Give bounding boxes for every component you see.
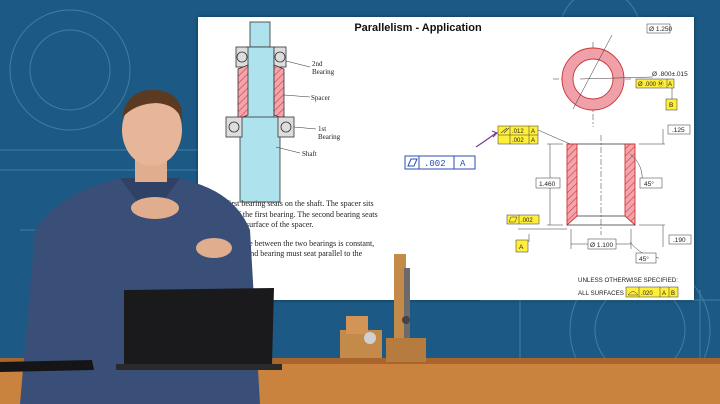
svg-text:A: A [531,129,535,135]
general-note-line2: ALL SURFACES [578,290,624,297]
spacer-section-view [518,129,665,259]
svg-text:A: A [531,138,535,144]
bore-diameter-dim: Ø .800±.015 [652,71,688,78]
presentation-slide: Parallelism - Application [198,17,694,300]
label-1st: 1st [318,125,326,133]
svg-text:.190: .190 [673,237,686,244]
slide-drawing: 2nd Bearing Spacer 1st Bearing Shaft Ø 1… [225,21,692,298]
svg-text:A: A [668,82,672,88]
label-shaft: Shaft [302,150,317,158]
bore-diameter-section-dim: Ø 1.100 [587,238,617,250]
laptop [116,288,282,370]
general-note-line1: UNLESS OTHERWISE SPECIFIED: [578,277,678,284]
svg-text:Ø 1.250: Ø 1.250 [649,26,673,33]
svg-text:.125: .125 [672,127,685,134]
svg-text:.002: .002 [521,218,533,224]
svg-text:.020: .020 [641,291,653,297]
angle-bottom-dim: 45° [635,252,657,264]
tablet [0,360,94,372]
svg-text:.012: .012 [512,129,524,135]
handwritten-flatness-fcf: .002 A [404,155,476,170]
paragraph-1: The first bearing seats on the shaft. Th… [212,199,378,229]
profile-fcf: .020 A B [625,286,679,298]
label-1st-bearing: Bearing [318,133,341,141]
shaft-assembly [225,21,317,203]
chamfer-top-dim: .125 [667,124,691,135]
label-spacer: Spacer [311,94,331,102]
position-fcf: Ø .000 Ⓜ A [635,78,675,89]
svg-text:.002: .002 [512,138,524,144]
angle-top-dim: 45° [639,177,663,189]
label-2nd: 2nd [312,60,323,68]
annotation-arrow [475,132,497,148]
height-dim: 1.460 [535,177,561,189]
slide-title: Parallelism - Application [354,22,482,34]
svg-text:B: B [671,291,675,297]
top-diameter-callout: Ø 1.250 [646,23,673,34]
svg-text:A: A [519,244,524,251]
svg-text:B: B [669,102,673,109]
label-2nd-bearing: Bearing [312,68,335,76]
svg-text:A: A [662,291,666,297]
svg-text:45°: 45° [639,255,649,263]
svg-text:Ø 1.100: Ø 1.100 [590,242,614,249]
chamfer-bottom-dim: .190 [668,234,692,245]
datum-b: B [665,88,678,111]
svg-text:A: A [460,159,466,169]
svg-text:Ø .000 Ⓜ: Ø .000 Ⓜ [638,80,664,88]
svg-text:.002: .002 [424,159,446,169]
spacer-top-view [553,34,654,127]
datum-a: A [515,239,529,253]
svg-text:1.460: 1.460 [539,181,556,188]
test-fixture [340,254,426,362]
bottom-flatness-fcf: .002 [506,214,540,225]
parallelism-fcf: .012 A .002 A [497,125,571,145]
svg-text:45°: 45° [644,180,654,188]
